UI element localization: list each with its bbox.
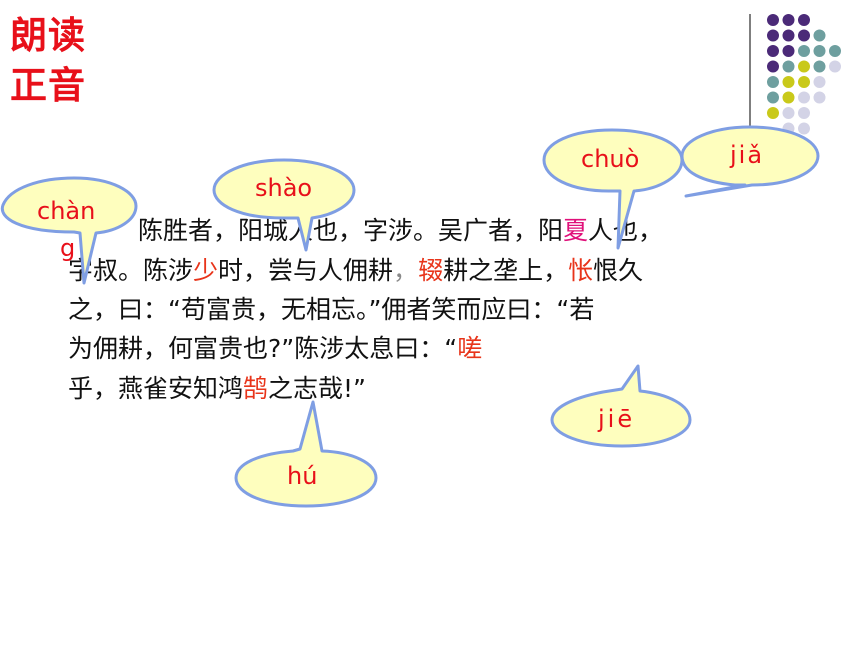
bubble-shao	[212, 158, 356, 252]
text-span: 城人也，字涉。吴广者，阳	[263, 216, 564, 245]
decor-dot	[829, 60, 841, 73]
bubble-chuo	[542, 128, 684, 250]
decor-dot	[813, 45, 826, 57]
decor-dot	[782, 14, 795, 26]
passage-line-2: 字叔。陈涉少时，尝与人佣耕，辍耕之垄上，怅恨久	[68, 254, 643, 288]
highlight-char-shao: 少	[193, 256, 219, 285]
decor-dot	[798, 29, 810, 42]
decor-divider-line	[749, 14, 751, 136]
decor-dot	[782, 76, 795, 88]
decor-dot	[767, 91, 779, 104]
highlight-char-jie: 嗟	[457, 334, 483, 363]
decor-dot	[767, 76, 779, 88]
passage-line-3: 之，曰：“苟富贵，无相忘。”佣者笑而应曰：“若	[68, 295, 595, 324]
decor-dot	[813, 76, 826, 88]
decor-dot	[798, 45, 810, 57]
highlight-char-hu: 鹄	[243, 374, 269, 403]
text-span: 乎，燕雀安知鸿	[68, 374, 244, 403]
text-span: 耕之垄上，	[443, 256, 569, 285]
text-span: 为佣耕，何富贵也?”陈涉太息曰：“	[68, 334, 458, 363]
text-span: 恨久	[593, 256, 644, 285]
passage-line-5: 乎，燕雀安知鸿鹄之志哉!”	[68, 372, 366, 406]
decor-dot	[767, 60, 779, 73]
slide-title-line1: 朗读	[10, 14, 86, 57]
highlight-char-chuo: 辍	[418, 256, 444, 285]
decor-dot	[813, 91, 826, 104]
highlight-char-xia: 夏	[563, 216, 589, 245]
pinyin-jia: jiǎ	[730, 141, 765, 169]
passage-line-1: 陈胜者，阳城人也，字涉。吴广者，阳夏人也，	[138, 214, 663, 248]
decor-dot	[767, 107, 779, 119]
decor-dot	[798, 60, 810, 73]
pinyin-chuo: chuò	[581, 145, 640, 173]
decor-dot	[829, 45, 841, 57]
decor-dot	[782, 45, 795, 57]
pinyin-chang: chàn	[37, 197, 96, 225]
bubble-jie	[550, 364, 692, 448]
text-span: ，	[393, 256, 419, 285]
decor-dot	[782, 107, 795, 119]
bubble-jia	[680, 125, 820, 198]
text-span: 陈胜者，阳	[138, 216, 264, 245]
decor-dot	[798, 76, 810, 88]
pinyin-hu: hú	[287, 462, 318, 490]
decor-dot	[798, 122, 810, 135]
decor-dot	[798, 91, 810, 104]
pinyin-shao: shào	[255, 174, 313, 202]
pinyin-chang-wrap: g	[60, 234, 76, 262]
decor-dot	[798, 14, 810, 26]
passage-line-4: 为佣耕，何富贵也?”陈涉太息曰：“嗟	[68, 332, 482, 366]
bubble-hu	[234, 400, 378, 508]
pinyin-jie: jiē	[598, 405, 636, 433]
decor-dot	[782, 29, 795, 42]
decor-dot	[798, 107, 810, 119]
decor-dot	[767, 14, 779, 26]
text-span: 之志哉!”	[268, 374, 367, 403]
slide-title-line2: 正音	[10, 64, 86, 107]
text-span: 时，尝与人佣耕	[218, 256, 394, 285]
bubble-chang	[0, 176, 138, 285]
decor-dot	[767, 45, 779, 57]
decor-dot	[782, 60, 795, 73]
decor-dot	[813, 29, 826, 42]
decor-dot	[767, 29, 779, 42]
decor-dot	[813, 60, 826, 73]
decor-dot	[782, 91, 795, 104]
highlight-char-chang: 怅	[568, 256, 594, 285]
